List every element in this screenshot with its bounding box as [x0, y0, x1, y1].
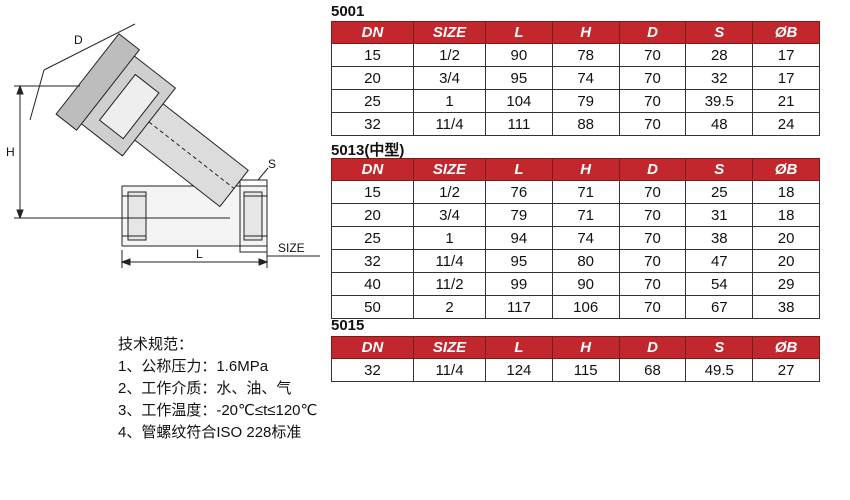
specs-heading: 技术规范： — [118, 336, 194, 353]
header-d: D — [618, 21, 687, 44]
dimension-h-label: H — [6, 145, 15, 159]
spec-item-medium: 2、工作介质：水、油、气 — [118, 380, 292, 397]
header-b: ØB — [752, 158, 820, 181]
spec-item-temperature: 3、工作温度：-20℃≤t≤120℃ — [118, 402, 318, 419]
header-dn: DN — [331, 21, 414, 44]
table-header-row: DN SIZE L H D S ØB — [331, 158, 820, 181]
header-s: S — [685, 21, 754, 44]
model-title-5015: 5015 — [331, 317, 365, 334]
header-d: D — [618, 158, 687, 181]
header-dn: DN — [331, 158, 414, 181]
header-b: ØB — [752, 336, 820, 359]
header-s: S — [685, 158, 754, 181]
header-h: H — [551, 158, 620, 181]
spec-item-thread: 4、管螺纹符合ISO 228标准 — [118, 424, 302, 441]
header-size: SIZE — [413, 336, 486, 359]
dimension-d-label: D — [74, 33, 83, 47]
header-l: L — [485, 336, 553, 359]
header-size: SIZE — [413, 21, 486, 44]
header-s: S — [685, 336, 754, 359]
table-header-row: DN SIZE L H D S ØB — [331, 336, 820, 359]
header-size: SIZE — [413, 158, 486, 181]
technical-specifications: 技术规范： 1、公称压力：1.6MPa 2、工作介质：水、油、气 3、工作温度：… — [118, 334, 317, 444]
table-header-row: DN SIZE L H D S ØB — [331, 21, 820, 44]
model-title-5001: 5001 — [331, 3, 365, 20]
dimension-l-label: L — [196, 247, 203, 261]
model-title-5013: 5013(中型) — [331, 142, 405, 159]
header-l: L — [485, 158, 553, 181]
header-h: H — [551, 336, 620, 359]
header-d: D — [618, 336, 687, 359]
header-h: H — [551, 21, 620, 44]
header-b: ØB — [752, 21, 820, 44]
valve-technical-drawing: H D S SIZE L — [6, 23, 320, 268]
header-dn: DN — [331, 336, 414, 359]
spec-item-pressure: 1、公称压力：1.6MPa — [118, 358, 269, 375]
dimension-s-label: S — [268, 157, 276, 171]
dimension-size-label: SIZE — [278, 241, 305, 255]
header-l: L — [485, 21, 553, 44]
